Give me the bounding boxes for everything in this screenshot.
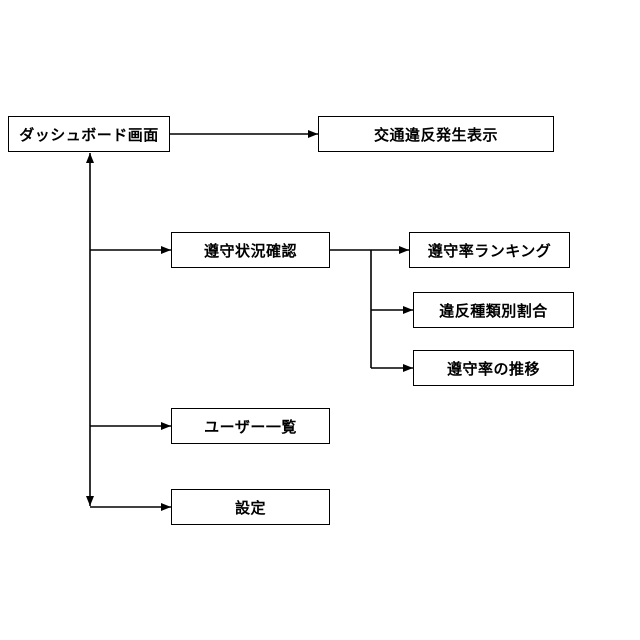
- settings-node[interactable]: 設定: [171, 489, 330, 525]
- violation-type-ratio-node[interactable]: 違反種類別割合: [413, 292, 574, 328]
- user-list-node[interactable]: ユーザー一覧: [171, 408, 330, 444]
- compliance-check-node[interactable]: 遵守状況確認: [171, 232, 330, 268]
- dashboard-screen-node[interactable]: ダッシュボード画面: [8, 116, 170, 152]
- violation-type-ratio-label: 違反種類別割合: [439, 300, 548, 321]
- compliance-trend-node[interactable]: 遵守率の推移: [413, 350, 574, 386]
- settings-label: 設定: [235, 497, 266, 518]
- violation-display-label: 交通違反発生表示: [374, 124, 498, 145]
- compliance-ranking-label: 遵守率ランキング: [428, 240, 552, 261]
- compliance-check-label: 遵守状況確認: [204, 240, 297, 261]
- compliance-trend-label: 遵守率の推移: [447, 358, 540, 379]
- violation-display-node[interactable]: 交通違反発生表示: [318, 116, 554, 152]
- dashboard-screen-label: ダッシュボード画面: [19, 124, 159, 145]
- user-list-label: ユーザー一覧: [204, 416, 297, 437]
- compliance-ranking-node[interactable]: 遵守率ランキング: [409, 232, 570, 268]
